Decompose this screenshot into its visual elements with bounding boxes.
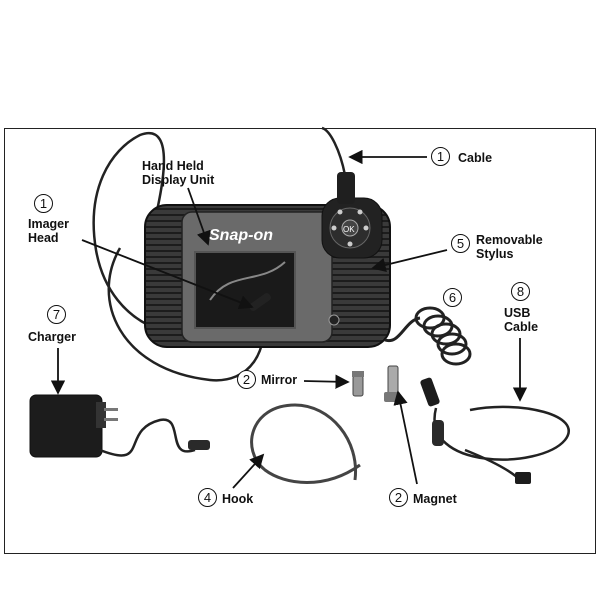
charger-label: Charger <box>28 330 76 344</box>
usb-cable <box>420 377 570 484</box>
imager-number: 1 <box>34 194 53 213</box>
cable-number: 1 <box>431 147 450 166</box>
stylus-label: Removable Stylus <box>476 233 543 261</box>
display-unit-label: Hand Held Display Unit <box>142 159 215 187</box>
stylus-number: 5 <box>451 234 470 253</box>
coil-cable <box>384 306 472 366</box>
mirror-number: 2 <box>237 370 256 389</box>
display-unit: Snap-on OK <box>144 172 391 348</box>
usb-label: USB Cable <box>504 306 539 334</box>
hook <box>250 403 361 484</box>
magnet-label: Magnet <box>413 492 457 506</box>
usb-number: 8 <box>511 282 530 301</box>
brand-logo: Snap-on <box>209 227 273 244</box>
cable-to-top <box>321 126 347 176</box>
hook-label: Hook <box>222 492 254 506</box>
magnet-number: 2 <box>389 488 408 507</box>
mirror-magnet <box>352 365 400 402</box>
svg-text:OK: OK <box>343 225 355 234</box>
hook-number: 4 <box>198 488 217 507</box>
imager-label: Imager Head <box>28 217 69 245</box>
charger-number: 7 <box>47 305 66 324</box>
coil-number: 6 <box>443 288 462 307</box>
imager-head <box>249 293 271 311</box>
cable-front <box>107 247 265 382</box>
mirror-label: Mirror <box>261 373 298 387</box>
charger <box>29 394 210 458</box>
figure-frame <box>4 128 596 554</box>
cable-label: Cable <box>458 151 493 165</box>
